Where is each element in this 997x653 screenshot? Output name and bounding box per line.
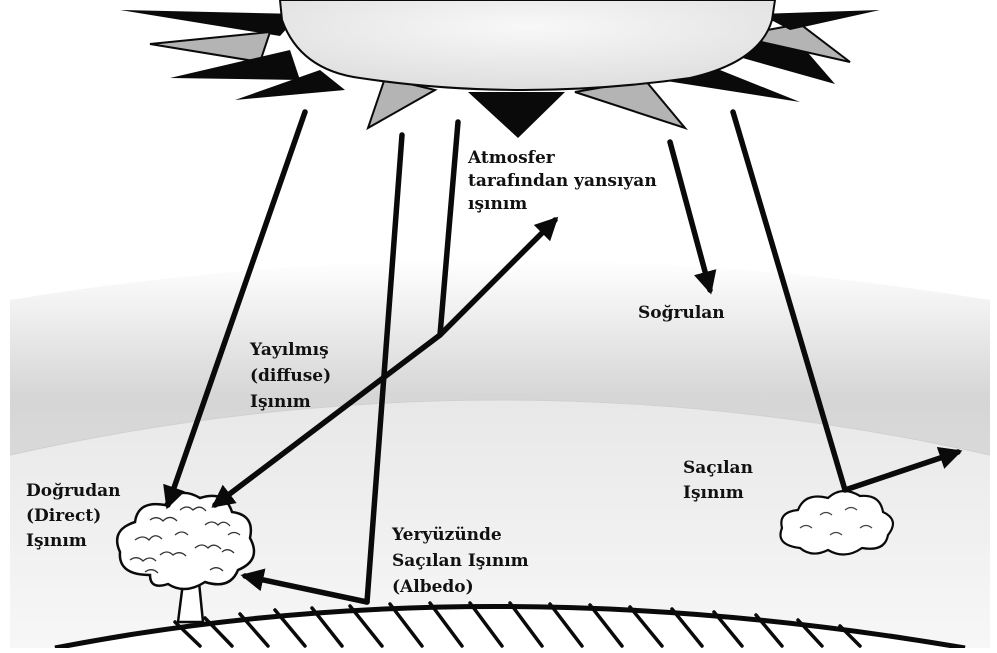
label-reflected: Atmosfer tarafından yansıyan ışınım: [467, 148, 663, 214]
label-absorbed: Soğrulan: [638, 303, 725, 323]
atmosphere: [10, 260, 990, 648]
sun-icon: [120, 0, 880, 138]
